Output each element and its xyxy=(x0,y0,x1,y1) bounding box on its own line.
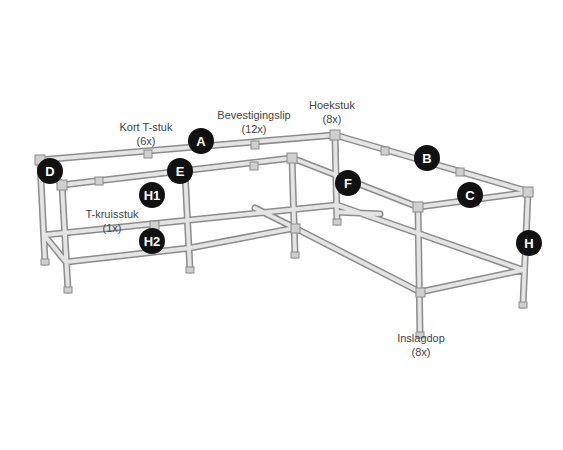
t-fitting xyxy=(291,224,300,233)
clip-fitting xyxy=(250,162,258,170)
t-fitting xyxy=(144,150,152,158)
callout-letter: H xyxy=(524,237,533,250)
callout-number: H1 xyxy=(139,182,165,208)
clip-fitting xyxy=(251,141,259,149)
t-fitting xyxy=(416,288,425,297)
callout-letter: F xyxy=(344,177,352,190)
callout-number: A xyxy=(188,128,214,154)
pipe-body xyxy=(40,135,530,335)
corner-fitting xyxy=(413,202,423,212)
corner-fitting xyxy=(330,130,340,140)
end-cap xyxy=(519,302,527,308)
callout-letter: E xyxy=(176,165,185,178)
callout-number: F xyxy=(335,170,361,196)
callout-letter: A xyxy=(196,135,205,148)
end-cap xyxy=(41,259,49,265)
callout-number: E xyxy=(167,158,193,184)
end-cap xyxy=(64,287,72,293)
corner-fitting xyxy=(57,180,67,190)
part-label: T-kruisstuk (1x) xyxy=(76,207,148,235)
callout-letter: H2 xyxy=(144,235,161,248)
corner-fitting xyxy=(287,153,297,163)
part-label: Kort T-stuk (6x) xyxy=(110,120,182,148)
part-label: Bevestigingslip (12x) xyxy=(208,108,300,136)
clip-fitting xyxy=(95,177,103,185)
part-label: Hoekstuk (8x) xyxy=(303,98,361,126)
callout-number: D xyxy=(37,158,63,184)
end-cap xyxy=(291,252,299,258)
callout-number: H xyxy=(516,230,542,256)
fittings xyxy=(35,130,533,338)
pipe-outline xyxy=(40,135,530,335)
end-cap xyxy=(333,219,341,225)
callout-number: H2 xyxy=(139,228,165,254)
callout-number: B xyxy=(414,145,440,171)
callout-letter: C xyxy=(465,189,474,202)
callout-letter: B xyxy=(422,152,431,165)
callout-number: C xyxy=(457,182,483,208)
end-cap xyxy=(186,267,194,273)
callout-letter: H1 xyxy=(144,189,161,202)
corner-fitting xyxy=(523,187,533,197)
part-label: Inslagdop (8x) xyxy=(391,331,451,359)
callout-letter: D xyxy=(45,165,54,178)
clip-fitting xyxy=(456,168,464,176)
clip-fitting xyxy=(381,147,389,155)
